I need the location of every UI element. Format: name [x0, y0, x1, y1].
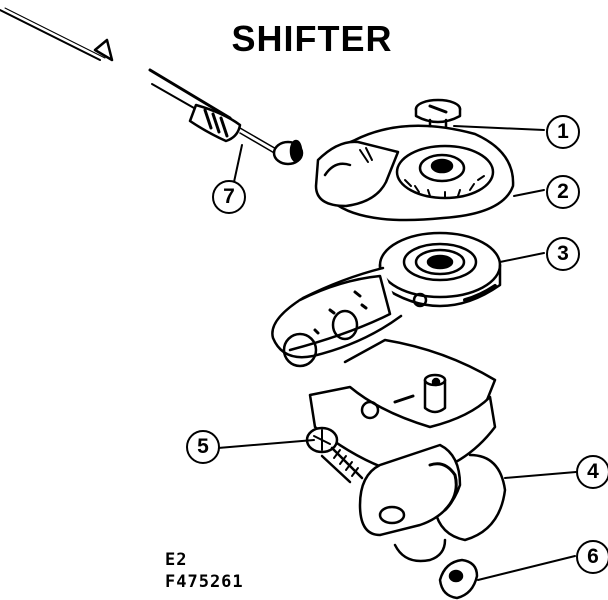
- diagram-title: SHIFTER: [231, 18, 393, 59]
- callout-6: 6: [576, 540, 608, 574]
- shifter-cover: [314, 124, 515, 222]
- callout-3: 3: [546, 237, 580, 271]
- shifter-lever-body: [271, 231, 502, 368]
- callout-2: 2: [546, 175, 580, 209]
- callout-5: 5: [186, 430, 220, 464]
- callout-1: 1: [546, 115, 580, 149]
- nut: [438, 558, 479, 600]
- shifter-base-bracket: [308, 338, 507, 563]
- figure-code-line1: E2: [165, 550, 188, 570]
- figure-code-line2: F475261: [165, 572, 244, 592]
- shift-cable: [0, 7, 279, 155]
- leader-lines: [217, 125, 577, 581]
- callout-4: 4: [576, 455, 608, 489]
- callout-7: 7: [212, 180, 246, 214]
- cable-end-cap: [272, 139, 304, 166]
